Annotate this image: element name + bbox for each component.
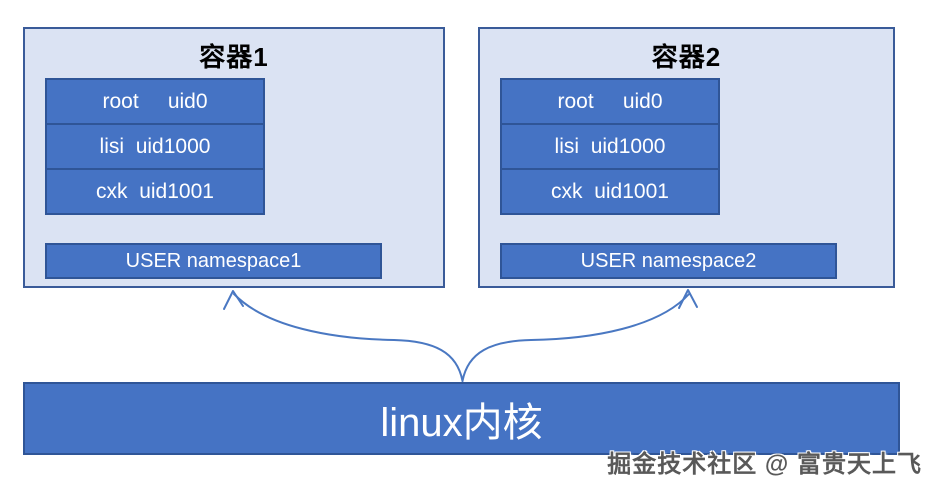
container-1-uid-table: root uid0 lisi uid1000 cxk uid1001 bbox=[45, 78, 265, 215]
uid-row-lisi: lisi uid1000 bbox=[47, 125, 263, 170]
container-2-box: 容器2 root uid0 lisi uid1000 cxk uid1001 U… bbox=[478, 27, 895, 288]
container-2-title: 容器2 bbox=[651, 42, 722, 72]
uid-row-root: root uid0 bbox=[47, 80, 263, 125]
arrow-right-head bbox=[678, 289, 698, 309]
arrow-left-head bbox=[223, 290, 244, 310]
uid-row-lisi: lisi uid1000 bbox=[502, 125, 718, 170]
uid-row-cxk: cxk uid1001 bbox=[47, 170, 263, 213]
uid-row-cxk: cxk uid1001 bbox=[502, 170, 718, 213]
container-2-uid-table: root uid0 lisi uid1000 cxk uid1001 bbox=[500, 78, 720, 215]
user-namespace-1-bar: USER namespace1 bbox=[45, 243, 382, 279]
linux-kernel-bar: linux内核 bbox=[23, 382, 900, 455]
container-1-title: 容器1 bbox=[199, 42, 269, 72]
container-1-box: 容器1 root uid0 lisi uid1000 cxk uid1001 U… bbox=[23, 27, 445, 288]
user-namespace-2-bar: USER namespace2 bbox=[500, 243, 837, 279]
uid-row-root: root uid0 bbox=[502, 80, 718, 125]
watermark-text: 掘金技术社区 @ 富贵天上飞 bbox=[607, 451, 922, 478]
arrow-right-curve bbox=[461, 293, 690, 382]
arrow-left-curve bbox=[233, 293, 464, 382]
